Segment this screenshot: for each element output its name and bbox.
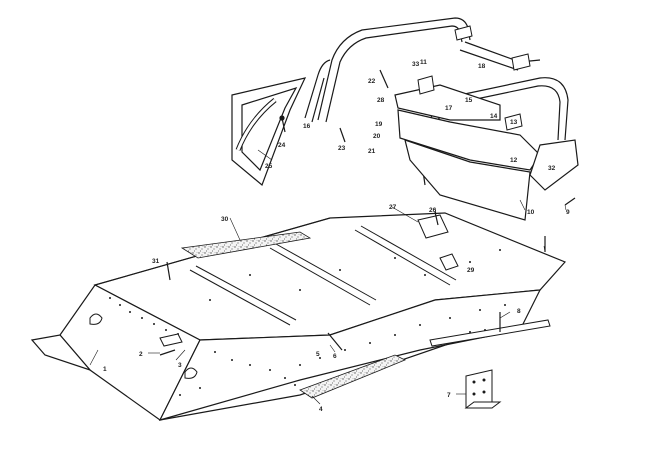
callout-9: 9 bbox=[566, 209, 570, 216]
callout-25: 25 bbox=[265, 163, 273, 170]
callout-16: 16 bbox=[303, 123, 311, 130]
side-cutouts bbox=[89, 313, 198, 379]
callout-15: 15 bbox=[465, 97, 473, 104]
leader-lines bbox=[89, 149, 567, 405]
callout-29: 29 bbox=[467, 267, 475, 274]
callout-8: 8 bbox=[517, 308, 521, 315]
roll-bar-brackets bbox=[417, 25, 531, 131]
callout-14: 14 bbox=[490, 113, 498, 120]
rivet-dots bbox=[109, 249, 506, 396]
callout-27: 27 bbox=[389, 204, 397, 211]
callout-3: 3 bbox=[178, 362, 182, 369]
callout-26: 26 bbox=[429, 207, 437, 214]
callout-21: 21 bbox=[368, 148, 376, 155]
running-board-strip bbox=[429, 319, 551, 347]
callout-2: 2 bbox=[139, 351, 143, 358]
callout-33: 33 bbox=[412, 61, 420, 68]
callout-labels: 1 2 3 4 5 6 7 8 9 10 11 12 13 14 15 16 1… bbox=[103, 59, 570, 413]
top-brackets bbox=[159, 214, 459, 347]
callout-1: 1 bbox=[103, 366, 107, 373]
callout-22: 22 bbox=[368, 78, 376, 85]
callout-31: 31 bbox=[152, 258, 160, 265]
corner-bracket bbox=[464, 369, 502, 409]
side-panel-assembly bbox=[231, 77, 307, 187]
callout-32: 32 bbox=[548, 165, 556, 172]
callout-28: 28 bbox=[377, 97, 385, 104]
grit-pads bbox=[180, 231, 406, 399]
fasteners bbox=[159, 69, 576, 356]
callout-10: 10 bbox=[527, 209, 535, 216]
callout-6: 6 bbox=[333, 353, 337, 360]
callout-18: 18 bbox=[478, 63, 486, 70]
callout-19: 19 bbox=[375, 121, 383, 128]
callout-11: 11 bbox=[420, 59, 427, 66]
seat-back-panel bbox=[394, 84, 579, 221]
callout-20: 20 bbox=[373, 133, 381, 140]
callout-13: 13 bbox=[510, 119, 518, 126]
callout-5: 5 bbox=[316, 351, 320, 358]
grit-pad-rear bbox=[180, 231, 312, 259]
callout-17: 17 bbox=[445, 105, 453, 112]
grit-pad-front bbox=[299, 354, 406, 399]
callout-23: 23 bbox=[338, 145, 346, 152]
callout-12: 12 bbox=[510, 157, 518, 164]
callout-24: 24 bbox=[278, 142, 286, 149]
left-front-flap bbox=[30, 334, 92, 372]
callout-7: 7 bbox=[447, 392, 451, 399]
callout-30: 30 bbox=[221, 216, 229, 223]
callout-4: 4 bbox=[319, 406, 323, 413]
